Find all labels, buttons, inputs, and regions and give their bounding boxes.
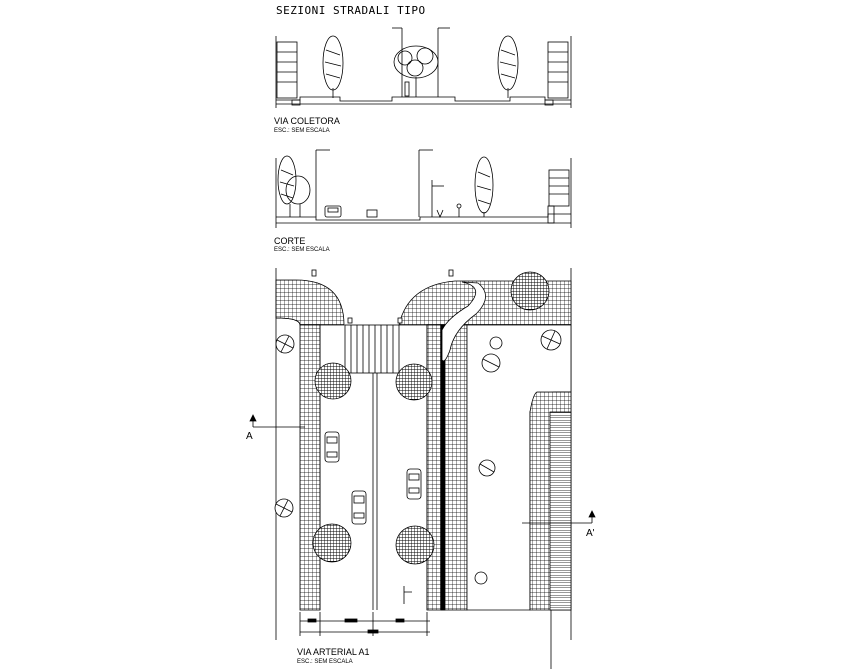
tree-plan-5: [510, 271, 550, 311]
plan-via-arterial: [249, 268, 596, 669]
car-corte: [324, 205, 342, 218]
car-plan-2: [351, 490, 367, 525]
section-2-scale: ESC.: SEM ESCALA: [274, 247, 330, 253]
dimension-line: [299, 612, 430, 636]
section-marker-right: A': [586, 528, 595, 539]
tree-plan-1: [314, 362, 352, 400]
section-corte: [275, 149, 572, 228]
building-left: [276, 41, 298, 99]
plan-scale: ESC.: SEM ESCALA: [297, 659, 353, 665]
plan-name: VIA ARTERIAL A1: [297, 647, 370, 657]
shrubs: [274, 329, 562, 585]
bench: [366, 209, 378, 218]
street-lights-corte: [315, 149, 444, 217]
tree-cluster-left: [277, 155, 311, 217]
section-cut-a-prime: [522, 510, 596, 524]
crosswalk: [344, 324, 400, 374]
section-marker-left: A: [246, 431, 253, 442]
tree-right-corte: [474, 156, 494, 217]
tree-center: [393, 45, 439, 97]
tree-plan-4: [395, 525, 435, 565]
car-plan-3: [406, 468, 422, 500]
tree-plan-2: [395, 363, 433, 401]
tree-plan-3: [312, 523, 352, 563]
pedestrian: [456, 203, 462, 217]
car-plan-1: [324, 431, 340, 463]
section-1-name: VIA COLETORA: [274, 116, 340, 126]
sheet-title: SEZIONI STRADALI TIPO: [276, 4, 426, 17]
tree-left: [322, 35, 344, 98]
section-1-scale: ESC.: SEM ESCALA: [274, 128, 330, 134]
section-via-coletora: [275, 27, 572, 108]
building-right: [547, 41, 569, 99]
tree-right: [497, 35, 519, 98]
building-corte-right: [548, 169, 570, 207]
street-light-pair: [392, 27, 450, 97]
section-cut-a: [249, 414, 305, 428]
section-2-name: CORTE: [274, 236, 306, 246]
